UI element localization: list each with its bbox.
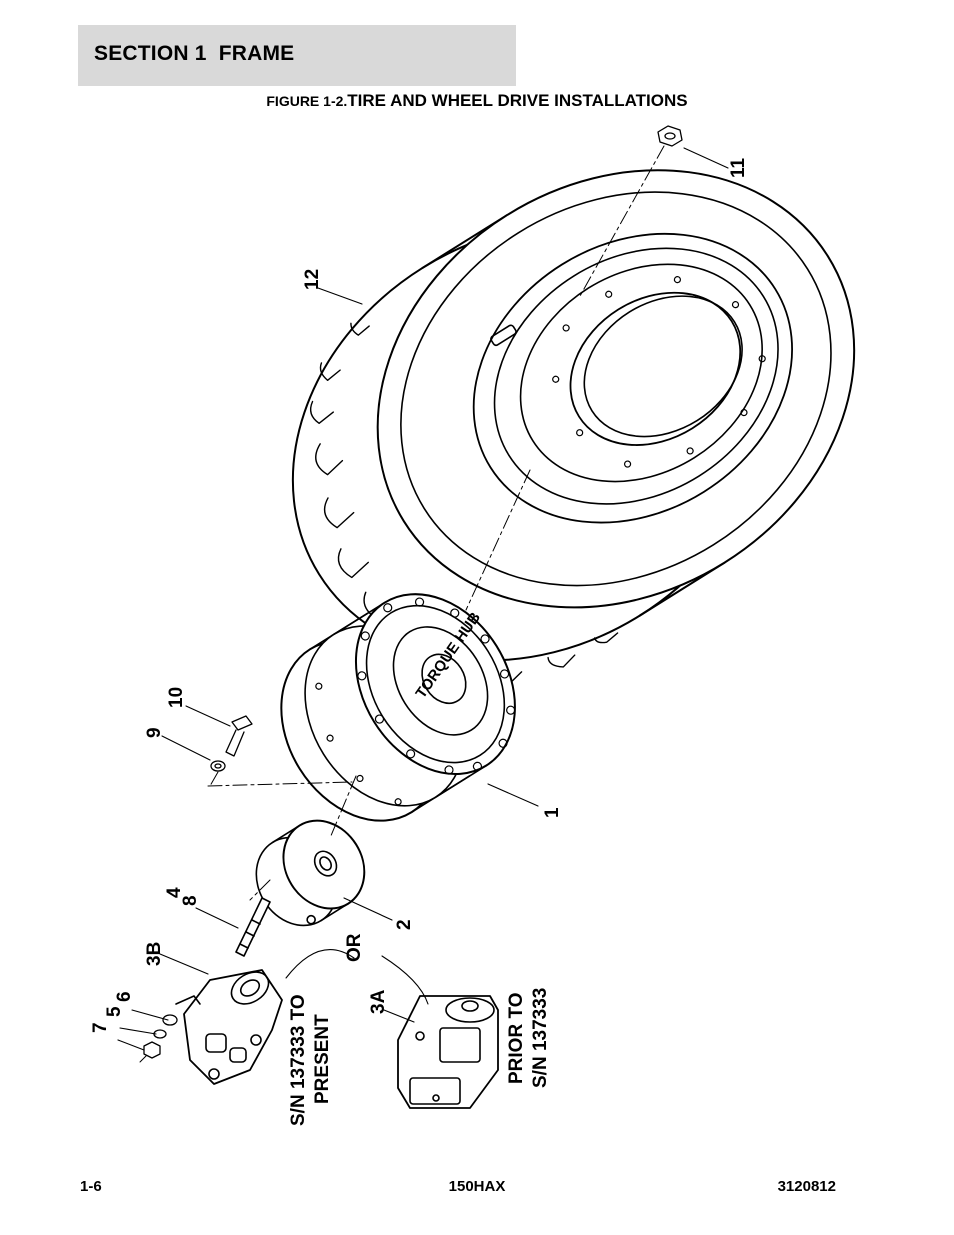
callout-10: 10: [166, 687, 187, 708]
footer-page-number: 1-6: [80, 1178, 102, 1195]
callout-labels: 11 12 1 2 10 9 4 8 3B 6 5 7 3A OR: [90, 157, 749, 1033]
callout-11: 11: [728, 157, 749, 178]
figure-caption: TIRE AND WHEEL DRIVE INSTALLATIONS: [347, 91, 688, 110]
tire-assembly: [291, 169, 856, 686]
callout-12: 12: [302, 269, 323, 290]
brake: [255, 819, 366, 927]
section-title: SECTION 1 FRAME: [94, 42, 295, 65]
drive-motor-3b: [175, 969, 283, 1085]
note-present-line2: PRESENT: [312, 1014, 333, 1104]
serial-notes: S/N 137333 TO PRESENT PRIOR TO S/N 13733…: [288, 988, 551, 1126]
figure-label: FIGURE 1-2.: [266, 93, 348, 109]
note-or: OR: [344, 933, 365, 962]
callout-9: 9: [144, 727, 165, 738]
callout-1: 1: [542, 807, 563, 818]
leader-lines: [117, 147, 729, 1051]
callout-5: 5: [104, 1006, 125, 1017]
callout-3b: 3B: [144, 942, 165, 966]
callout-3a: 3A: [368, 989, 389, 1014]
torque-hub: TORQUE HUB: [280, 593, 516, 822]
section-header-bar: SECTION 1 FRAME: [78, 25, 516, 86]
note-present-line1: S/N 137333 TO: [288, 994, 309, 1126]
hardware: [143, 125, 683, 1059]
callout-4: 4: [164, 887, 185, 898]
callout-8: 8: [180, 895, 201, 906]
figure-title: FIGURE 1-2.TIRE AND WHEEL DRIVE INSTALLA…: [0, 91, 954, 111]
footer-doc-number: 3120812: [777, 1178, 836, 1195]
note-prior-line2: S/N 137333: [530, 988, 551, 1088]
footer-model: 150HAX: [448, 1178, 506, 1195]
center-lines: [139, 145, 665, 1063]
callout-7: 7: [90, 1022, 111, 1033]
drive-shaft: [235, 897, 271, 957]
callout-2: 2: [394, 919, 415, 930]
callout-6: 6: [114, 991, 135, 1002]
note-prior-line1: PRIOR TO: [506, 993, 527, 1085]
drive-motor-3a: [397, 995, 499, 1109]
